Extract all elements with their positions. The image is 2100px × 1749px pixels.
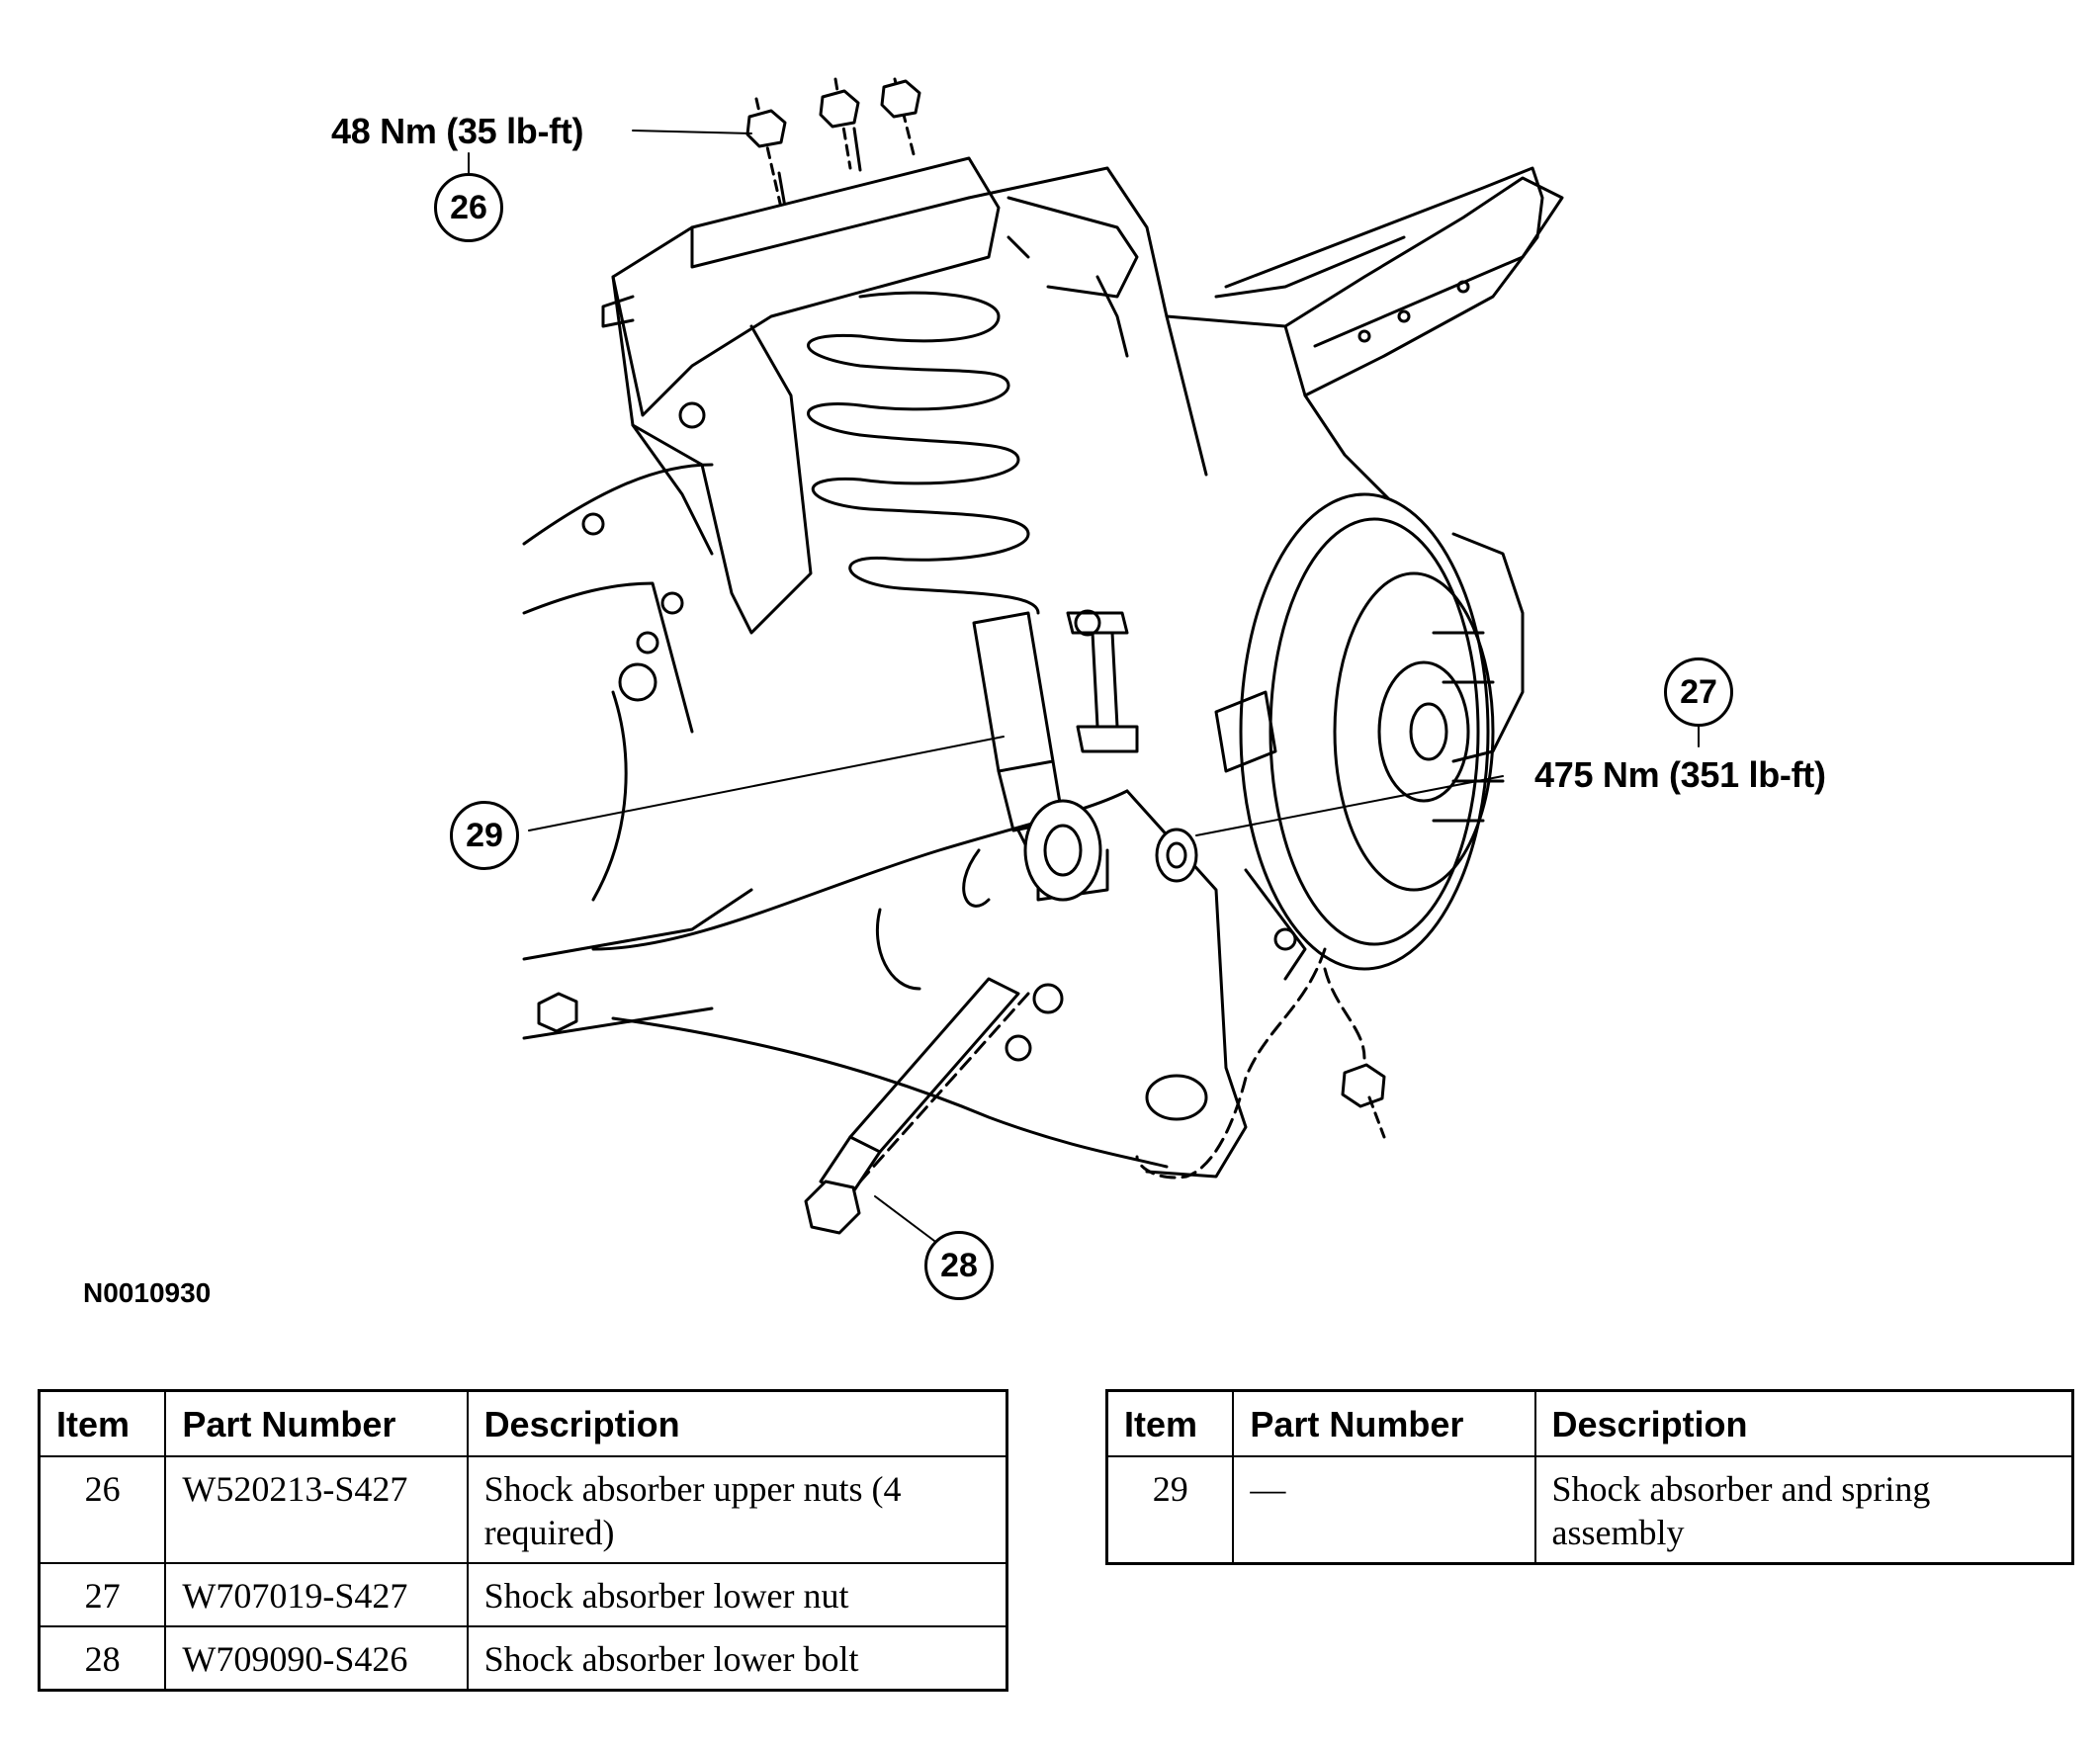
lower-bolt [804, 977, 1030, 1235]
cross-member [1224, 166, 1544, 397]
cell-item: 26 [38, 1455, 167, 1564]
table-row: 29 — Shock absorber and spring assembly [1105, 1455, 2074, 1565]
torque-label-lower-nut: 475 Nm (351 lb-ft) [1534, 754, 1826, 795]
table-row: 27 W707019-S427 Shock absorber lower nut [38, 1562, 1008, 1627]
header-item: Item [1105, 1389, 1235, 1457]
parts-table-left: Item Part Number Description 26 W520213-… [38, 1389, 1008, 1692]
table-row: 28 W709090-S426 Shock absorber lower bol… [38, 1625, 1008, 1692]
cell-item: 29 [1105, 1455, 1235, 1565]
steering-knuckle [1214, 690, 1307, 981]
figure-id: N0010930 [83, 1277, 212, 1308]
cell-part-number: W520213-S427 [164, 1455, 469, 1564]
cell-description: Shock absorber lower nut [466, 1562, 1008, 1627]
cell-description: Shock absorber upper nuts (4 required) [466, 1455, 1008, 1564]
leader-lines [468, 130, 1700, 1242]
header-description: Description [1533, 1389, 2074, 1457]
lower-control-arm [591, 789, 1248, 1179]
upper-mount-bracket [601, 156, 1139, 635]
coil-spring [807, 291, 1040, 615]
stabilizer-link [1066, 609, 1139, 753]
header-part-number: Part Number [1232, 1389, 1536, 1457]
upper-stud-nuts [745, 77, 921, 215]
cell-description: Shock absorber lower bolt [466, 1625, 1008, 1692]
cell-part-number: W707019-S427 [164, 1562, 469, 1627]
callout-26: 26 [434, 173, 503, 242]
table-header-row: Item Part Number Description [38, 1389, 1008, 1457]
brake-rotor [1239, 492, 1525, 971]
callout-27: 27 [1664, 657, 1733, 727]
frame-rail [522, 463, 753, 1040]
upper-control-arm [967, 166, 1564, 516]
table-row: 26 W520213-S427 Shock absorber upper nut… [38, 1455, 1008, 1564]
torque-label-upper-nuts: 48 Nm (35 lb-ft) [331, 111, 584, 151]
lower-nut [1135, 828, 1386, 1180]
cell-part-number: — [1232, 1455, 1536, 1565]
callout-28: 28 [924, 1231, 994, 1300]
header-item: Item [38, 1389, 167, 1457]
cell-description: Shock absorber and spring assembly [1533, 1455, 2074, 1565]
table-header-row: Item Part Number Description [1105, 1389, 2074, 1457]
cell-item: 27 [38, 1562, 167, 1627]
cell-part-number: W709090-S426 [164, 1625, 469, 1692]
parts-table-right: Item Part Number Description 29 — Shock … [1105, 1389, 2074, 1565]
callout-29: 29 [450, 801, 519, 870]
header-description: Description [466, 1389, 1008, 1457]
header-part-number: Part Number [164, 1389, 469, 1457]
cell-item: 28 [38, 1625, 167, 1692]
